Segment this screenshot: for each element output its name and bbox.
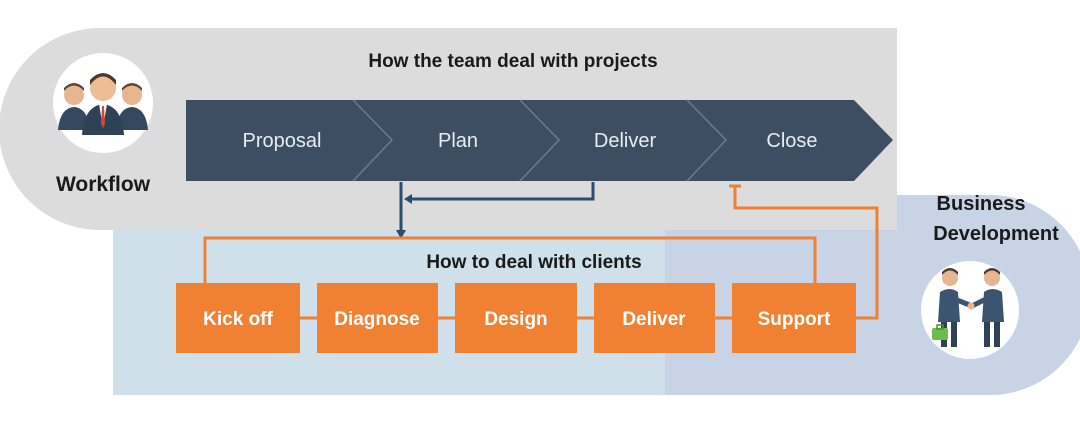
arrowhead-left (404, 194, 412, 204)
handshake-icon (921, 261, 1019, 359)
step-deliver: Deliver (594, 130, 657, 152)
step-client-deliver: Deliver (622, 309, 686, 330)
step-diagnose: Diagnose (334, 309, 420, 330)
step-support: Support (758, 309, 831, 330)
business-label-line2: Development (933, 223, 1059, 245)
step-proposal: Proposal (243, 130, 322, 152)
clients-loop (203, 186, 879, 320)
clients-title: How to deal with clients (426, 252, 641, 273)
plan-chevron (353, 100, 559, 181)
business-label-line1: Business (937, 193, 1026, 215)
support-box (732, 283, 856, 353)
client-deliver-box (594, 283, 715, 353)
diagnose-box (317, 283, 438, 353)
arrowhead-down (396, 230, 406, 239)
deliver-chevron (520, 100, 726, 181)
step-close: Close (766, 130, 817, 152)
projects-title: How the team deal with projects (368, 51, 657, 72)
design-box (455, 283, 577, 353)
plan-deliver-connector (399, 182, 595, 230)
team-icon (53, 53, 153, 153)
step-kickoff: Kick off (203, 309, 273, 330)
workflow-label: Workflow (56, 173, 151, 196)
proposal-chevron (186, 100, 392, 181)
step-design: Design (484, 309, 547, 330)
step-plan: Plan (438, 130, 478, 152)
kickoff-box (176, 283, 300, 353)
close-chevron (687, 100, 893, 181)
